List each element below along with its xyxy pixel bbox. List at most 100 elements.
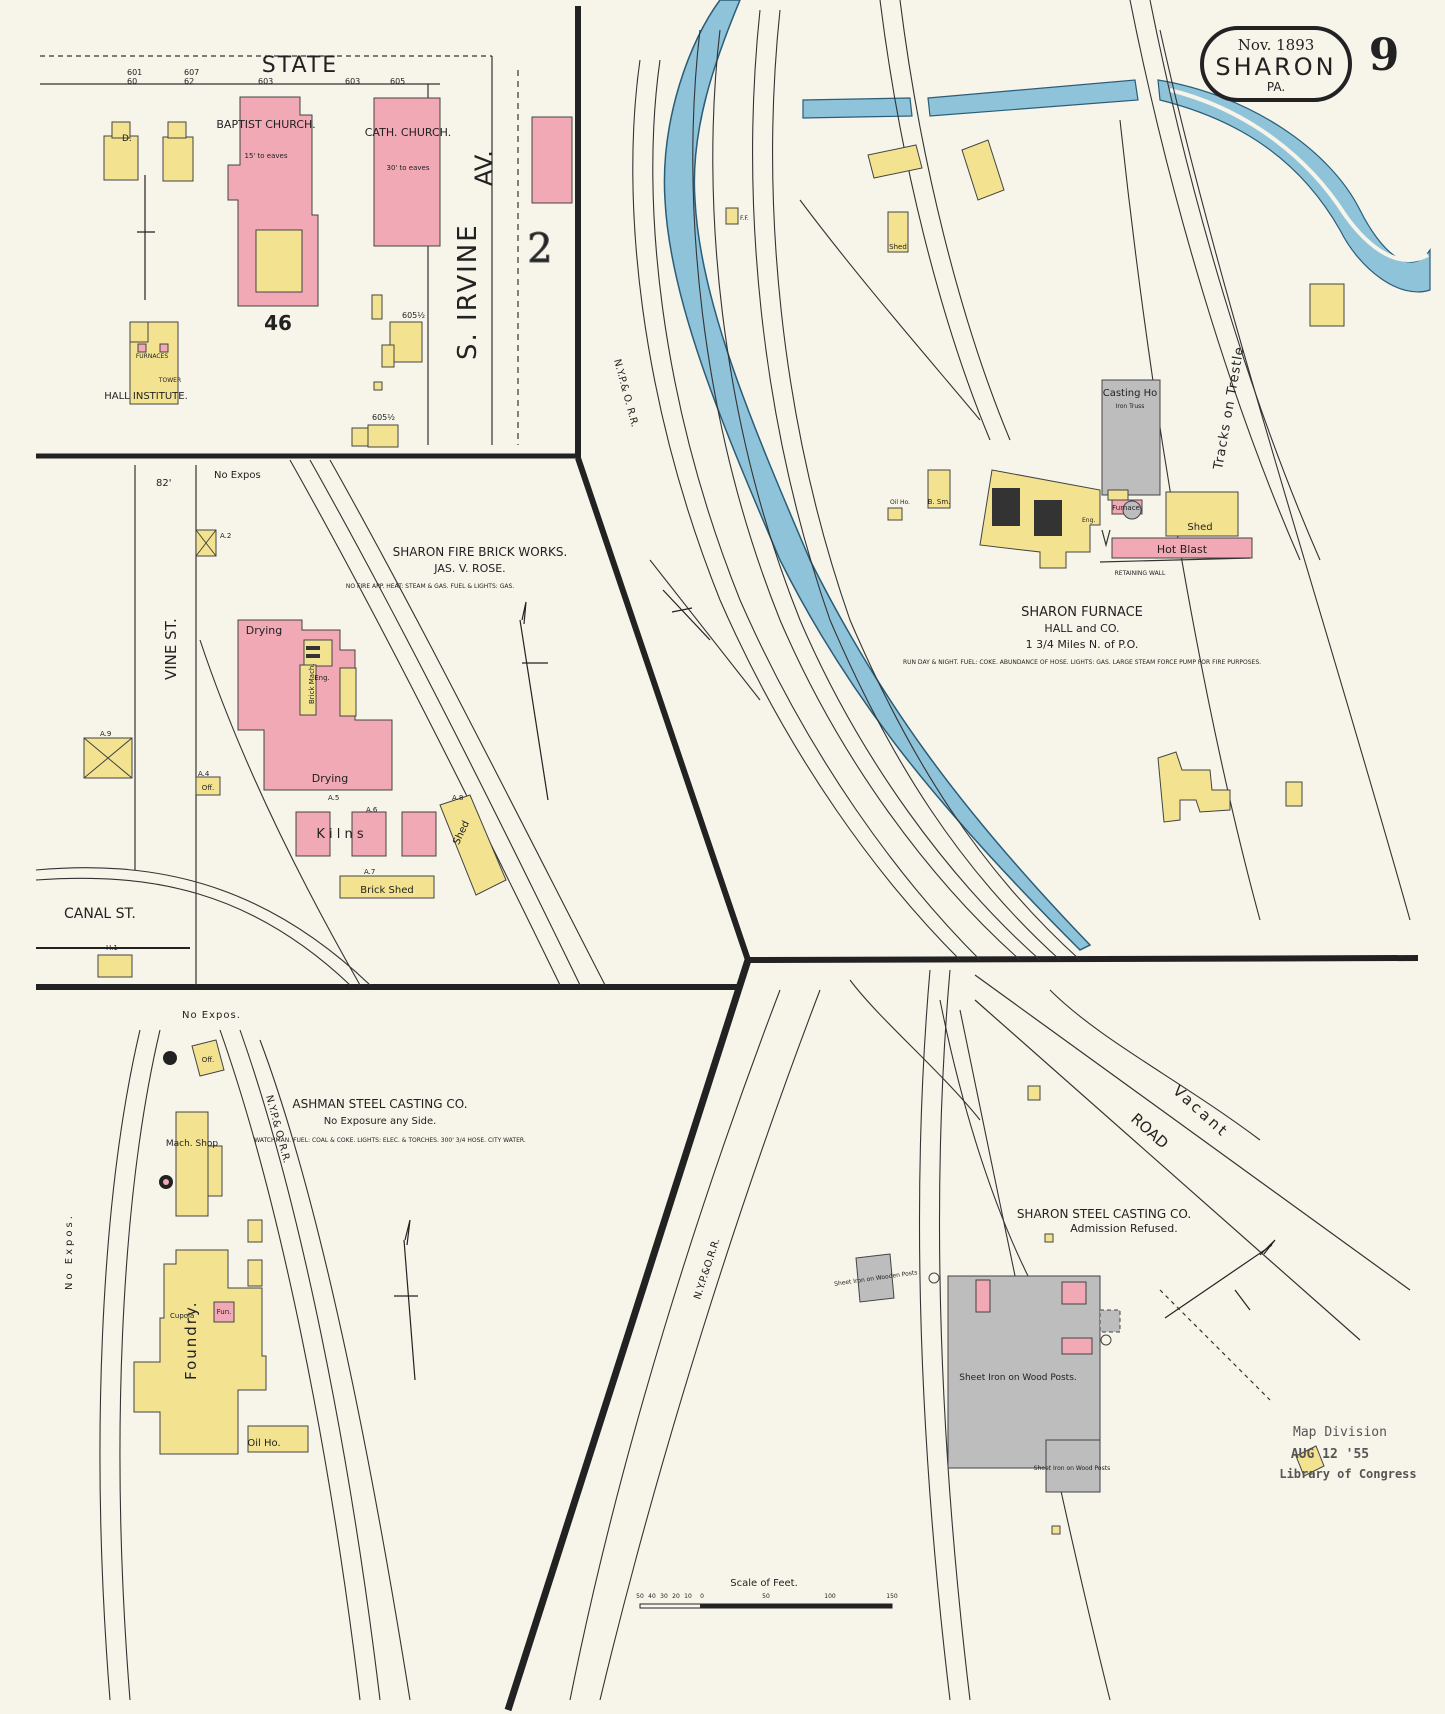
page-number: 9: [1369, 30, 1400, 81]
label-hot-blast: Hot Blast: [1157, 543, 1208, 556]
furnace-labels: SHARON FURNACE HALL and CO. 1 3/4 Miles …: [740, 215, 1261, 666]
street-state: STATE: [262, 53, 338, 78]
label-oil-ho: Oil Ho.: [890, 499, 910, 506]
title-brick-works: SHARON FIRE BRICK WORKS.: [393, 545, 568, 559]
scale-tick: 50: [636, 1593, 644, 1600]
label-furnace-eng: Eng.: [1082, 517, 1095, 524]
cross-marks: [83, 529, 217, 779]
street-av: AV.: [470, 150, 498, 186]
street-canal: CANAL ST.: [64, 906, 136, 922]
label-retaining-wall: RETAINING WALL: [1115, 570, 1166, 577]
top-left-labels: BAPTIST CHURCH. 15' to eaves CATH. CHURC…: [104, 118, 451, 402]
label-furnace: Furnace: [1112, 504, 1140, 512]
label-furnaces: FURNACES: [136, 353, 168, 360]
building-ashman-foundry: [133, 1039, 309, 1455]
label-h1: H.1: [106, 944, 118, 952]
label-fun: Fun.: [217, 1308, 232, 1316]
railroad-label-2: N.Y.P.& O. R.R.: [263, 1094, 292, 1164]
label-mach-shop: Mach. Shop: [166, 1139, 219, 1149]
label-dist-82: 82': [156, 478, 171, 489]
label-a5: A.5: [328, 794, 339, 802]
label-off: Off.: [202, 784, 215, 792]
block-borders: [36, 6, 1419, 1712]
address-number: 62: [184, 77, 194, 86]
railroad-label-1: N.Y.P.& O. R.R.: [611, 358, 640, 428]
scale-tick: 20: [672, 1593, 680, 1600]
scale-tick: 0: [700, 1593, 704, 1600]
label-tower: TOWER: [158, 377, 181, 384]
label-a6: A.6: [366, 806, 378, 814]
label-ashman-exposure: No Exposure any Side.: [324, 1116, 437, 1127]
address-number: 60: [127, 77, 137, 86]
river: [663, 0, 1431, 951]
label-kilns: K i l n s: [316, 827, 364, 842]
label-furnace-notes: RUN DAY & NIGHT. FUEL: COKE. ABUNDANCE O…: [903, 659, 1261, 666]
stamp-line-3: Library of Congress: [1279, 1467, 1416, 1481]
scale-tick: 40: [648, 1593, 656, 1600]
building-dwellings-top: [103, 116, 573, 448]
label-foundry: Foundry.: [182, 1301, 200, 1380]
label-casting-house: Casting Ho: [1103, 388, 1158, 399]
stamp-line-2: AUG 12 '55: [1291, 1447, 1369, 1462]
label-furnace-owner: HALL and CO.: [1044, 622, 1119, 635]
building-cath-church: [373, 97, 441, 247]
label-a8: A.8: [452, 794, 463, 802]
address-number: 607: [184, 68, 199, 77]
label-sheet-iron-main: Sheet Iron on Wood Posts.: [959, 1373, 1077, 1383]
furnace-walls: [1099, 529, 1251, 563]
label-a2: A.2: [220, 532, 231, 540]
address-number: 605½: [372, 413, 395, 422]
label-brick-mach: Brick Mach.: [308, 663, 316, 704]
label-baptist-note: 15' to eaves: [244, 152, 287, 160]
address-numbers: 601 60 607 62 603 603 605 605½ 605½: [127, 68, 425, 422]
sheet-city: SHARON: [1215, 53, 1336, 81]
scale-tick: 100: [824, 1593, 836, 1600]
scale-tick: 150: [886, 1593, 898, 1600]
scale-bar: Scale of Feet. 50 40 30 20 10 0 50 100 1…: [636, 1578, 898, 1609]
street-vine: VINE ST.: [162, 618, 180, 680]
ashman-labels: ASHMAN STEEL CASTING CO. No Exposure any…: [64, 1010, 526, 1449]
address-number: 605½: [402, 311, 425, 320]
scale-tick: 30: [660, 1593, 668, 1600]
library-stamp: Map Division AUG 12 '55 Library of Congr…: [1279, 1425, 1416, 1481]
address-number: 603: [345, 77, 360, 86]
label-cath-note: 30' to eaves: [386, 164, 429, 172]
rail-tracks: [35, 0, 1411, 1701]
scale-title: Scale of Feet.: [730, 1578, 798, 1589]
label-admission-refused: Admission Refused.: [1070, 1222, 1178, 1235]
label-brick-owner: JAS. V. ROSE.: [433, 562, 505, 575]
title-sharon-steel: SHARON STEEL CASTING CO.: [1017, 1207, 1191, 1221]
title-sharon-furnace: SHARON FURNACE: [1021, 605, 1143, 620]
label-ashman-oil-ho: Oil Ho.: [247, 1438, 280, 1449]
label-ff: F.F.: [740, 215, 749, 222]
label-dwelling: D.: [122, 134, 132, 144]
sheet-date: Nov. 1893: [1238, 36, 1315, 54]
label-drying-2: Drying: [312, 772, 349, 785]
label-shed-small: Shed: [889, 243, 907, 251]
label-eng: Eng.: [314, 674, 330, 682]
label-b-sm: B. Sm.: [928, 498, 951, 506]
address-number: 603: [258, 77, 273, 86]
label-cupola: Cupola: [170, 1312, 194, 1320]
sheet-state: PA.: [1267, 80, 1285, 94]
building-baptist-church: [227, 96, 319, 307]
label-cath-church: CATH. CHURCH.: [365, 126, 452, 139]
label-ashman-notes: WATCHMAN. FUEL: COAL & COKE. LIGHTS: ELE…: [254, 1137, 526, 1144]
address-number: 605: [390, 77, 405, 86]
label-no-expos-top: No Expos.: [182, 1010, 241, 1021]
block-number-2: 2: [527, 226, 552, 272]
building-sharon-steel: [855, 1085, 1325, 1535]
address-number: 601: [127, 68, 142, 77]
street-road: ROAD: [1127, 1110, 1172, 1153]
label-furnace-distance: 1 3/4 Miles N. of P.O.: [1026, 638, 1139, 651]
label-vacant: Vacant: [1169, 1082, 1232, 1142]
block-number-46: 46: [264, 311, 292, 335]
label-no-expos: No Expos: [214, 470, 261, 481]
label-a7: A.7: [364, 868, 375, 876]
label-tracks-trestle: Tracks on Trestle: [1211, 345, 1248, 472]
north-arrows: [137, 175, 1276, 1381]
label-sheet-iron-small2: Sheet Iron on Wood Posts: [1034, 1465, 1110, 1472]
title-ashman-steel: ASHMAN STEEL CASTING CO.: [292, 1097, 467, 1111]
